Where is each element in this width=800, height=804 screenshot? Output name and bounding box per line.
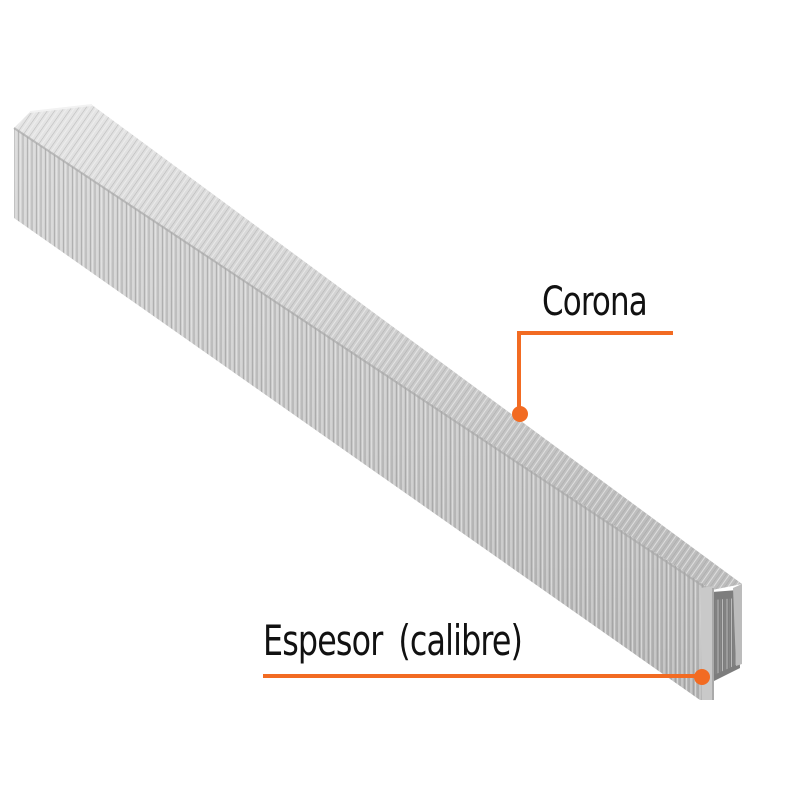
corona-callout-dot <box>512 406 528 422</box>
corona-label: Corona <box>542 279 648 325</box>
espesor-callout-dot <box>694 669 710 685</box>
corona-callout-line <box>512 331 673 422</box>
espesor-callout-line <box>263 669 710 685</box>
staple-back-leg <box>733 584 742 666</box>
espesor-label: Espesor (calibre) <box>263 616 523 665</box>
